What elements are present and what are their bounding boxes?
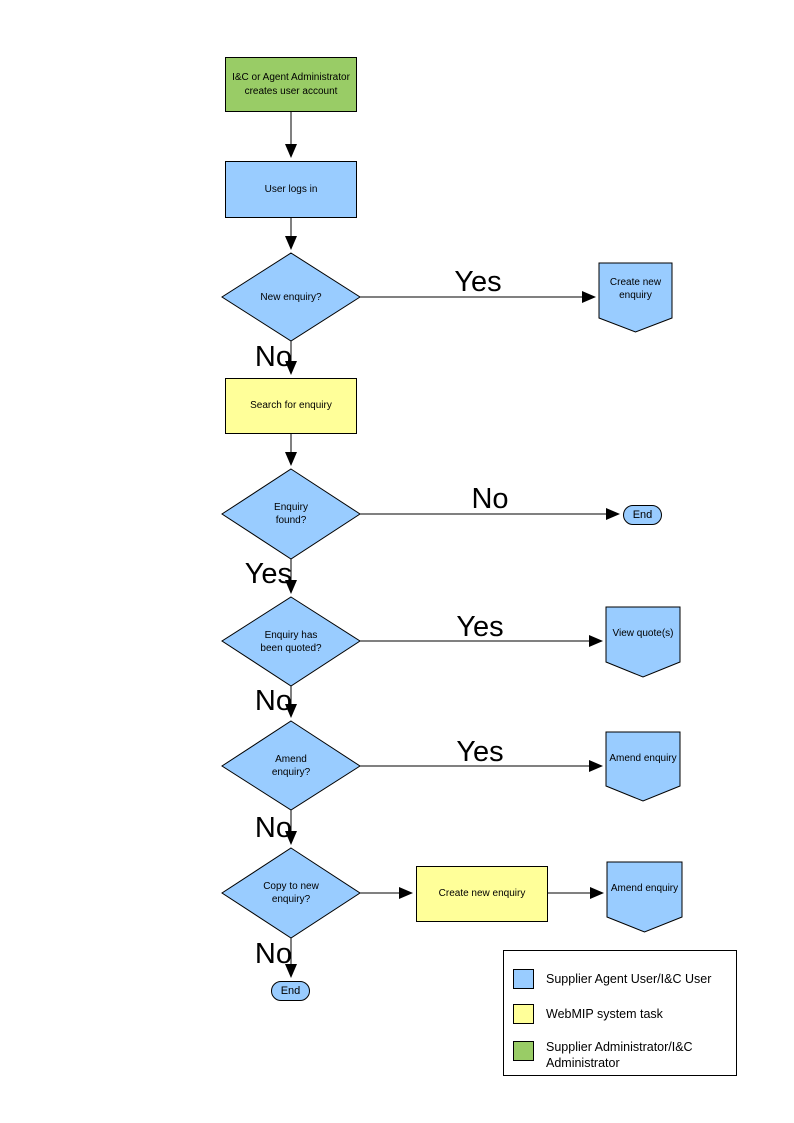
decision-enquiry-found (221, 468, 361, 560)
branch-label-no-enquiry-found: No (471, 483, 509, 515)
branch-label-no-amend: No (254, 812, 292, 844)
banner-create-new-enquiry (598, 262, 673, 333)
banner-amend-enquiry-1 (605, 731, 681, 802)
banner-amend-enquiry-2 (606, 861, 683, 933)
legend-label-system: WebMIP system task (546, 1007, 663, 1021)
branch-label-no-new-enquiry: No (254, 341, 292, 373)
decision-enquiry-quoted (221, 596, 361, 687)
node-search-for-enquiry: Search for enquiry (225, 378, 357, 434)
branch-label-no-copy: No (254, 938, 292, 970)
branch-label-no-enquiry-quoted: No (254, 685, 292, 717)
decision-new-enquiry (221, 252, 361, 342)
terminator-end-2: End (271, 981, 310, 1001)
branch-label-yes-enquiry-found: Yes (244, 558, 292, 590)
branch-label-yes-new-enquiry: Yes (454, 266, 502, 298)
legend-label-user: Supplier Agent User/I&C User (546, 972, 712, 986)
branch-label-yes-amend: Yes (456, 736, 504, 768)
terminator-end-1: End (623, 505, 662, 525)
branch-label-yes-enquiry-quoted: Yes (456, 611, 504, 643)
decision-copy-to-new (221, 847, 361, 939)
legend-swatch-system (513, 1004, 534, 1024)
node-user-logs-in: User logs in (225, 161, 357, 218)
node-create-new-enquiry-task: Create new enquiry (416, 866, 548, 922)
legend-label-admin: Supplier Administrator/I&C Administrator (546, 1040, 693, 1071)
decision-amend-enquiry (221, 720, 361, 811)
banner-view-quotes (605, 606, 681, 678)
legend-swatch-admin (513, 1041, 534, 1061)
node-create-user-account: I&C or Agent Administrator creates user … (225, 57, 357, 112)
legend-swatch-user (513, 969, 534, 989)
legend: Supplier Agent User/I&C User WebMIP syst… (503, 950, 737, 1076)
